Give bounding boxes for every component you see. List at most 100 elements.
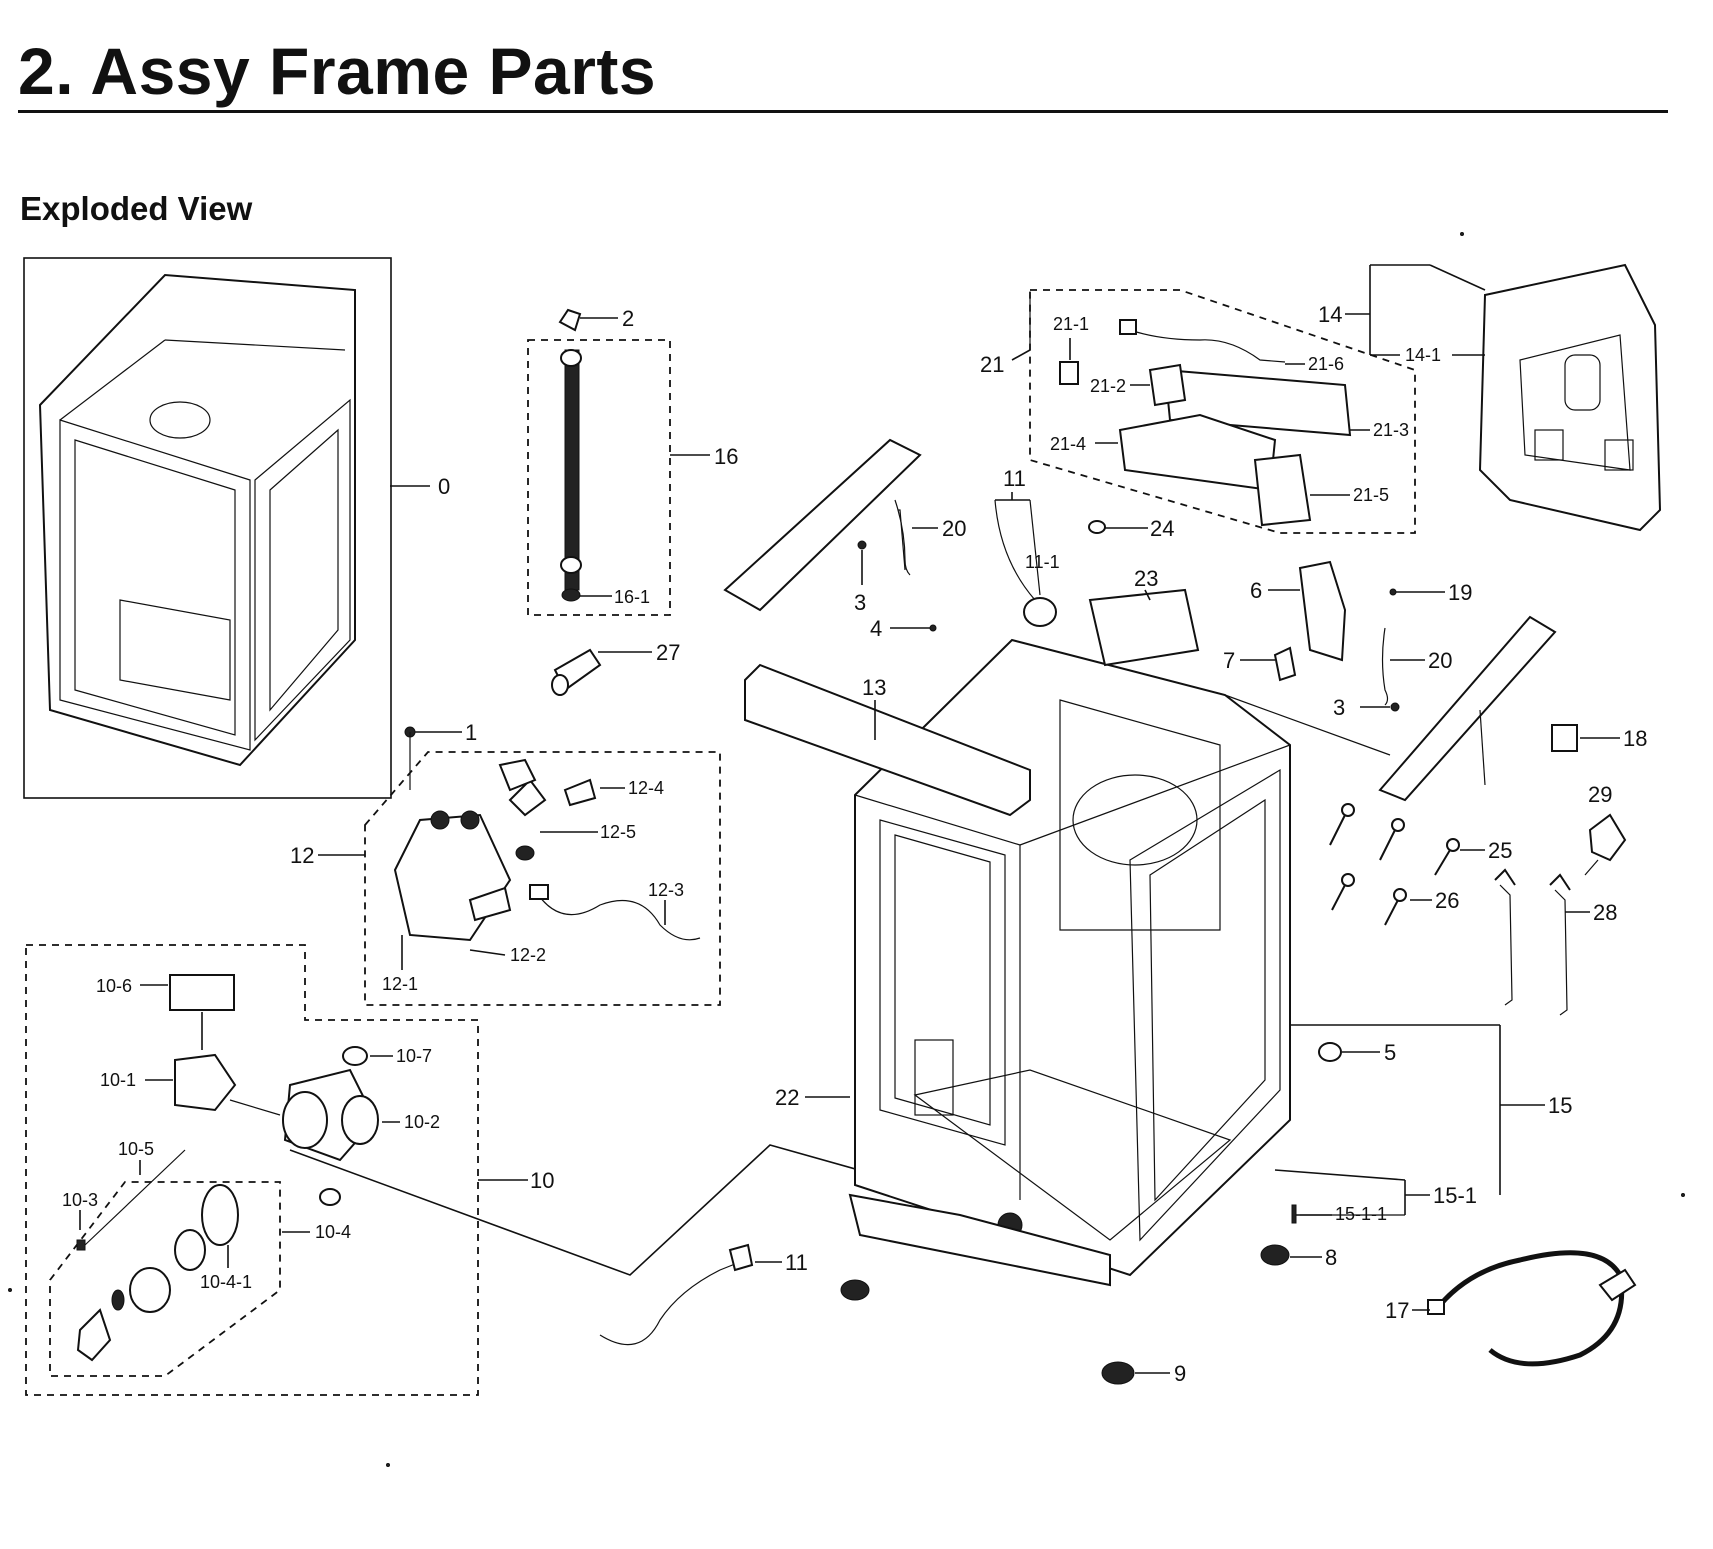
callout-14: 14 xyxy=(1318,302,1342,327)
cover-14 xyxy=(1478,263,1662,532)
assembled-cabinet-thumbnail xyxy=(23,257,392,799)
callout-15: 15 xyxy=(1548,1093,1572,1118)
section-subtitle: Exploded View xyxy=(20,190,253,227)
callout-10-7: 10-7 xyxy=(396,1046,432,1066)
page-title: 2. Assy Frame Parts xyxy=(18,34,657,108)
foot-9 xyxy=(1101,1361,1135,1385)
part-10-1 xyxy=(174,1053,237,1112)
hose-group-box xyxy=(527,339,671,616)
screws-26 xyxy=(1331,873,1407,926)
callout-20-left: 20 xyxy=(942,516,966,541)
callout-12-2: 12-2 xyxy=(510,945,546,965)
part-5 xyxy=(1318,1042,1342,1062)
callout-3-left: 3 xyxy=(854,590,866,615)
rod-10-5 xyxy=(84,1149,186,1246)
callout-12-4: 12-4 xyxy=(628,778,664,798)
controller-group-box xyxy=(1029,289,1416,534)
callout-20-right: 20 xyxy=(1428,648,1452,673)
inlet-hose-17 xyxy=(1438,1250,1625,1367)
callout-12-3: 12-3 xyxy=(648,880,684,900)
callout-2: 2 xyxy=(622,306,634,331)
callout-21-6: 21-6 xyxy=(1308,354,1344,374)
callout-28: 28 xyxy=(1593,900,1617,925)
filter-10-4-1 xyxy=(201,1184,239,1246)
spring-20 xyxy=(894,499,911,576)
screws-25 xyxy=(1329,803,1460,876)
callout-22: 22 xyxy=(775,1085,799,1110)
callout-12-5: 12-5 xyxy=(600,822,636,842)
wire-12-3 xyxy=(534,889,701,941)
part-10-6 xyxy=(169,974,235,1011)
part-11-1 xyxy=(1023,597,1057,627)
clamp-2 xyxy=(558,308,582,332)
top-brace-13 xyxy=(744,663,1031,817)
callout-10-4: 10-4 xyxy=(315,1222,351,1242)
rail-right xyxy=(1378,615,1557,802)
callout-10-6: 10-6 xyxy=(96,976,132,996)
callout-21-2: 21-2 xyxy=(1090,376,1126,396)
callout-24: 24 xyxy=(1150,516,1174,541)
callout-9: 9 xyxy=(1174,1361,1186,1386)
callout-10-1: 10-1 xyxy=(100,1070,136,1090)
hose-16 xyxy=(564,349,580,591)
panel-23 xyxy=(1088,588,1200,667)
part-10-7 xyxy=(342,1046,368,1066)
callout-12: 12 xyxy=(290,843,314,868)
part-29 xyxy=(1588,813,1627,862)
callout-3-right: 3 xyxy=(1333,695,1345,720)
part-21-2 xyxy=(1148,363,1187,407)
callout-14-1: 14-1 xyxy=(1405,345,1441,365)
callout-11: 11 xyxy=(1003,466,1026,491)
callout-25: 25 xyxy=(1488,838,1512,863)
drain-leader-line xyxy=(289,1144,931,1276)
part-24 xyxy=(1088,520,1106,534)
part-12-4 xyxy=(563,778,597,807)
callout-26: 26 xyxy=(1435,888,1459,913)
callout-12-1: 12-1 xyxy=(382,974,418,994)
module-21-5 xyxy=(1253,453,1312,527)
callout-0: 0 xyxy=(438,474,450,499)
callout-21-3: 21-3 xyxy=(1373,420,1409,440)
callout-15-1: 15-1 xyxy=(1433,1183,1477,1208)
callout-1: 1 xyxy=(465,720,477,745)
callout-21-5: 21-5 xyxy=(1353,485,1389,505)
callout-19: 19 xyxy=(1448,580,1472,605)
part-21-1 xyxy=(1059,361,1079,385)
rail-left xyxy=(723,438,922,612)
callout-8: 8 xyxy=(1325,1245,1337,1270)
callout-10-3: 10-3 xyxy=(62,1190,98,1210)
callout-21-4: 21-4 xyxy=(1050,434,1086,454)
callout-29: 29 xyxy=(1588,782,1612,807)
callout-16: 16 xyxy=(714,444,738,469)
callout-7: 7 xyxy=(1223,648,1235,673)
drain-group-box xyxy=(25,944,479,1396)
callout-23: 23 xyxy=(1134,566,1158,591)
foot-8 xyxy=(1260,1244,1290,1266)
filter-subgroup-box xyxy=(49,1181,281,1377)
callout-13: 13 xyxy=(862,675,886,700)
title-underline xyxy=(18,110,1668,113)
callout-4: 4 xyxy=(870,616,882,641)
callout-10-2: 10-2 xyxy=(404,1112,440,1132)
callout-10-5: 10-5 xyxy=(118,1139,154,1159)
callout-6: 6 xyxy=(1250,578,1262,603)
pump-group-box xyxy=(364,751,721,1006)
power-cord-11 xyxy=(599,1261,741,1346)
callout-15-1-1: 15-1-1 xyxy=(1335,1204,1387,1224)
callout-11-cord: 11 xyxy=(785,1250,808,1275)
callout-18: 18 xyxy=(1623,726,1647,751)
callout-16-1: 16-1 xyxy=(614,587,650,607)
part-18 xyxy=(1551,724,1578,752)
callout-10-4-1: 10-4-1 xyxy=(200,1272,252,1292)
callout-5: 5 xyxy=(1384,1040,1396,1065)
callout-21: 21 xyxy=(980,352,1004,377)
spring-20-right xyxy=(1381,627,1389,706)
callout-27: 27 xyxy=(656,640,680,665)
part-12-5 xyxy=(508,778,547,817)
callout-11-1: 11-1 xyxy=(1025,552,1060,572)
callout-17: 17 xyxy=(1385,1298,1409,1323)
callout-10: 10 xyxy=(530,1168,554,1193)
brackets-28 xyxy=(1494,868,1571,1016)
callout-21-1: 21-1 xyxy=(1053,314,1089,334)
